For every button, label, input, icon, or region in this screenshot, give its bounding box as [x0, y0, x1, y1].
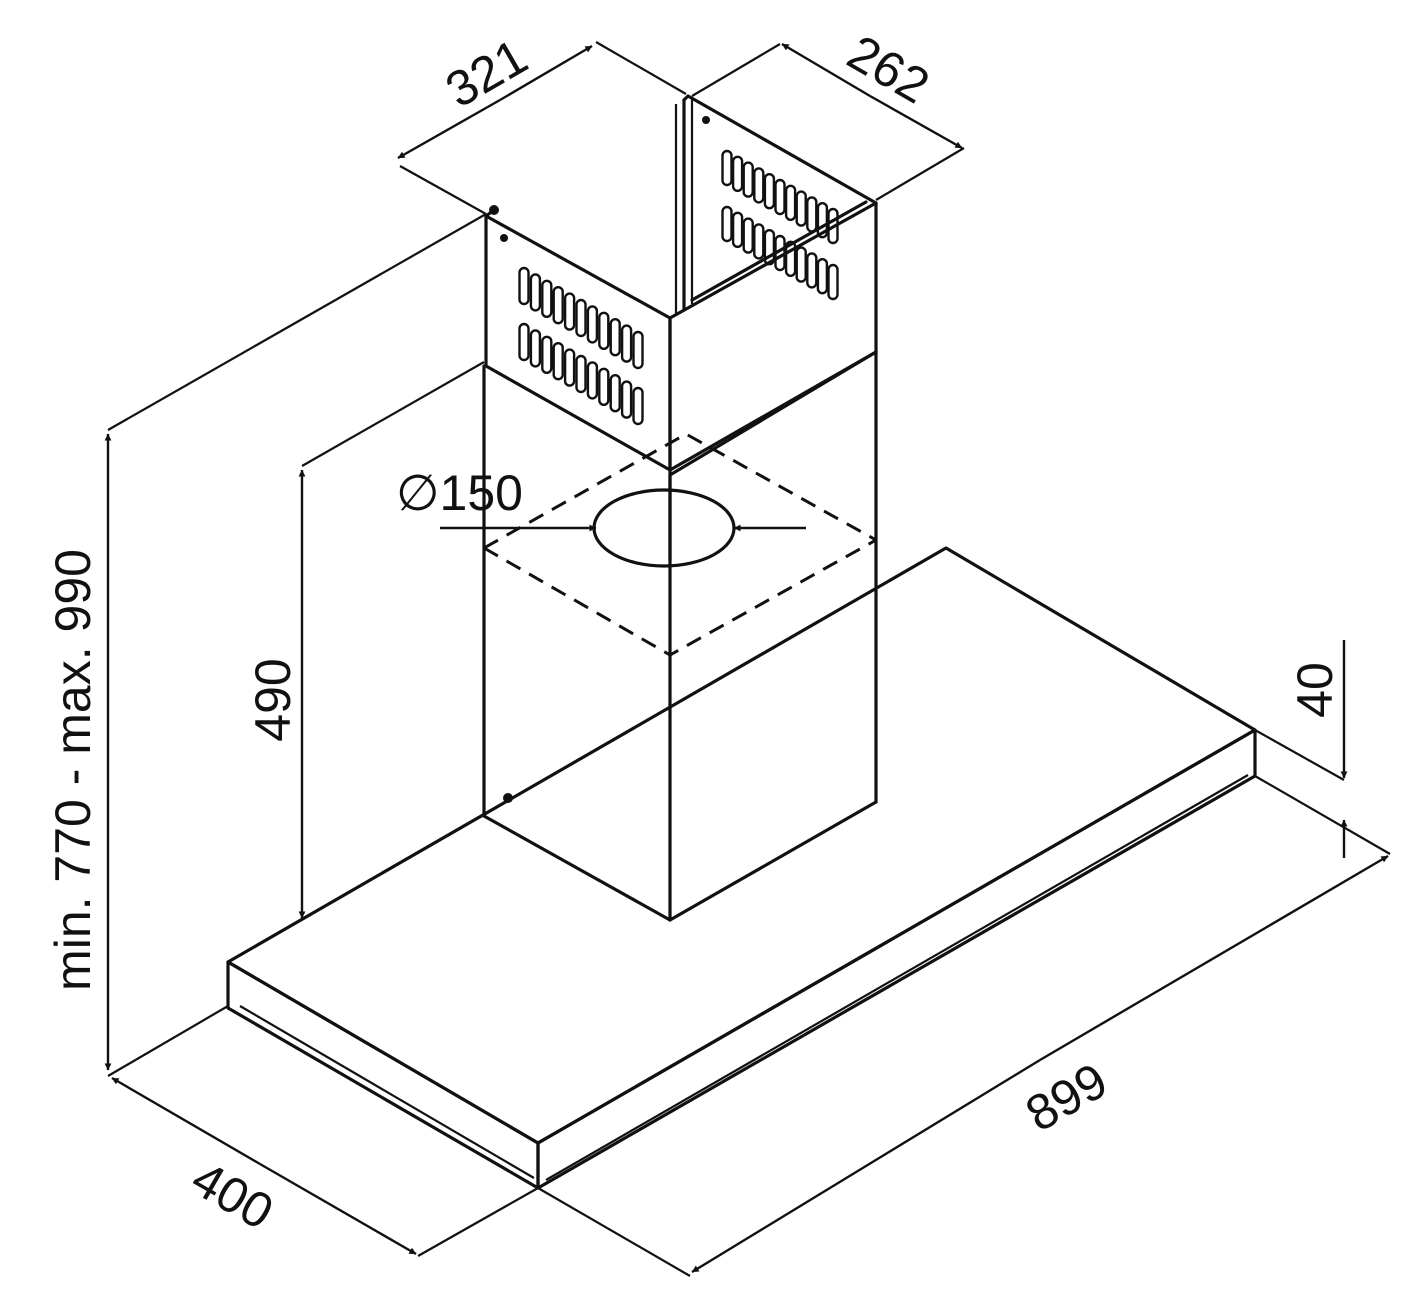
vent-slot	[552, 342, 564, 381]
vent-slot	[795, 246, 807, 283]
vent-slot	[575, 298, 587, 338]
vent-slot	[795, 190, 807, 227]
vent-slot	[586, 305, 599, 344]
dimension-label-400: 400	[182, 1150, 282, 1240]
vent-slot	[827, 207, 839, 245]
vent-slot	[763, 172, 776, 210]
vent-slot	[816, 258, 829, 295]
vent-slot	[632, 330, 644, 370]
vent-slot	[529, 273, 542, 312]
vent-slot	[742, 217, 754, 254]
vent-slot	[774, 234, 786, 272]
vent-slot	[518, 266, 530, 306]
vent-slot	[598, 367, 610, 406]
vent-slot	[598, 311, 610, 350]
vent-slot	[541, 279, 553, 318]
vent-slot	[575, 354, 587, 394]
canopy-front-right-face	[536, 728, 1257, 1190]
vent-slot	[552, 286, 564, 325]
hidden-outline	[440, 432, 877, 657]
vent-slot	[784, 184, 797, 222]
chimney-lower	[482, 350, 878, 922]
vent-slot	[763, 228, 776, 266]
vent-slot	[784, 240, 797, 278]
dimension-label-490: 490	[245, 658, 301, 741]
vent-slot	[753, 223, 765, 260]
screw-hole	[500, 234, 508, 242]
dimension-490: 490	[245, 361, 485, 919]
screw-hole	[702, 116, 710, 124]
screw-hole	[503, 793, 513, 803]
dimension-321: 321	[397, 28, 687, 215]
dimension-label-height: min. 770 - max. 990	[45, 549, 101, 991]
vent-slot	[731, 211, 744, 249]
dimension-40: 40	[1254, 640, 1348, 858]
vent-slot	[721, 205, 733, 243]
vent-slot	[632, 386, 644, 426]
vent-slot	[816, 201, 829, 239]
dimension-899: 899	[537, 775, 1391, 1277]
dimension-label-321: 321	[436, 28, 536, 118]
vent-slot	[806, 252, 818, 289]
outlet-circle	[592, 488, 736, 568]
vent-slots-left	[518, 266, 644, 426]
chimney-upper	[484, 94, 878, 472]
vent-slot	[721, 149, 733, 187]
vent-slot	[609, 318, 621, 357]
vent-slot	[563, 292, 576, 331]
vent-slot	[753, 167, 765, 204]
vent-slot	[541, 335, 553, 374]
vent-slot	[518, 322, 530, 362]
dimension-label-150: ∅150	[396, 465, 523, 521]
vent-slots-right	[721, 149, 839, 301]
vent-slot	[609, 374, 621, 413]
vent-slot	[742, 161, 754, 198]
vent-slot	[529, 329, 542, 368]
vent-slot	[620, 380, 633, 419]
vent-slot	[586, 361, 599, 400]
vent-slot	[827, 263, 839, 301]
dimension-label-262: 262	[838, 24, 938, 114]
dimension-total-height: min. 770 - max. 990	[45, 213, 487, 1077]
vent-slot	[731, 155, 744, 193]
dimension-label-40: 40	[1287, 662, 1343, 718]
vent-slot	[774, 178, 786, 216]
vent-slot	[620, 324, 633, 363]
vent-slot	[563, 348, 576, 387]
vent-slot	[806, 196, 818, 233]
chimney-upper-right-face	[668, 201, 878, 472]
